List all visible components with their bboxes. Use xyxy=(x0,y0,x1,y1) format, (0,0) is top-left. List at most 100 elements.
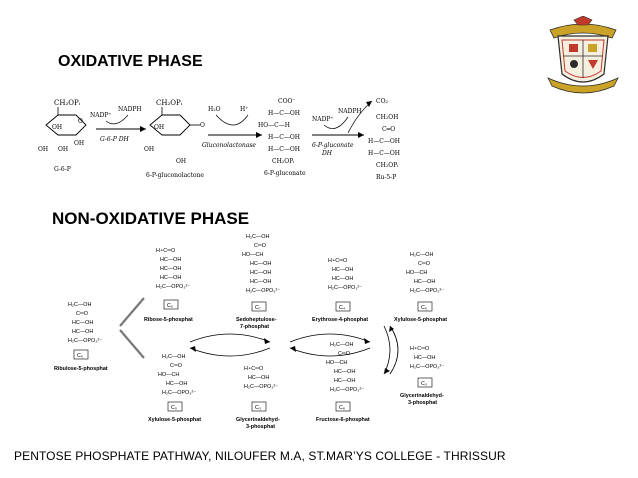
sedo-label-a: Sedoheptulose- xyxy=(236,317,277,323)
gluconate-structure: COO⁻ H—C—OH HO—C—H H—C—OH H—C—OH CH₂OPᵢ … xyxy=(258,98,306,177)
ery-carbon-box: C₄ xyxy=(339,305,345,311)
xylulose5p-top-label: Xylulose-5-phosphat xyxy=(394,317,447,323)
label-ch2op-2: CH₂OPᵢ xyxy=(156,99,183,107)
ru5p-row-3: H—C—OH xyxy=(368,150,400,157)
lactonase-arrow: H₂O H⁺ Gluconolactonase xyxy=(202,106,262,149)
ery-row-1: H∘C═O xyxy=(328,258,347,264)
ery-row-3: HC—OH xyxy=(332,276,353,282)
ribose-carbon-box: C₅ xyxy=(167,303,173,309)
xyl-bot-row-2: C═O xyxy=(170,363,182,369)
gap-right-label-a: Glycerinaldehyd- xyxy=(400,393,444,399)
xylulose5p-bottom-structure: H₂C—OH C═O HO—CH HC—OH H₂C—OPO₃²⁻ C₅ Xyl… xyxy=(148,354,201,423)
sedo-carbon-box: C₇ xyxy=(255,305,261,311)
erythrose4p-structure: H∘C═O HC—OH HC—OH H₂C—OPO₃²⁻ C₄ Erythros… xyxy=(312,258,368,323)
sedo-row-5: HC—OH xyxy=(250,270,271,276)
fru-row-6: H₂C—OPO₃²⁻ xyxy=(330,387,364,393)
ribose5p-label: Ribose-5-phosphat xyxy=(144,317,193,323)
xyl-top-row-5: H₂C—OPO₃²⁻ xyxy=(410,288,444,294)
gap-bot-carbon-box: C₃ xyxy=(255,405,261,411)
gluconate-row-2: HO—C—H xyxy=(258,122,290,129)
xyl-top-row-1: H₂C—OH xyxy=(410,252,433,258)
xyl-bot-row-4: HC—OH xyxy=(166,381,187,387)
xylulose5p-bottom-label: Xylulose-5-phosphat xyxy=(148,417,201,423)
ru5p-row-2: H—C—OH xyxy=(368,138,400,145)
label-hplus: H⁺ xyxy=(240,106,248,113)
ribose-row-1: H∘C═O xyxy=(156,248,175,254)
fructose6p-structure: H₂C—OH C═O HO—CH HC—OH HC—OH H₂C—OPO₃²⁻ … xyxy=(316,342,370,423)
xyl-top-row-4: HC—OH xyxy=(414,279,435,285)
label-oh-6: OH xyxy=(144,146,154,153)
ribulose-row-3: HC—OH xyxy=(72,320,93,326)
sedo-row-7: H₂C—OPO₃²⁻ xyxy=(246,288,280,294)
glyceraldehyde3p-right-structure: H∘C═O HC—OH H₂C—OPO₃²⁻ C₃ Glycerinaldehy… xyxy=(400,346,444,406)
gluconate-row-3: H—C—OH xyxy=(268,134,300,141)
label-enzyme-1: G-6-P DH xyxy=(100,136,130,143)
label-oh-5: OH xyxy=(154,124,164,131)
ribulose-branch-arrows xyxy=(119,297,145,359)
label-oh-4: OH xyxy=(58,146,68,153)
fru-row-4: HC—OH xyxy=(334,369,355,375)
college-crest-icon xyxy=(544,15,622,101)
gap-right-row-1: H∘C═O xyxy=(410,346,429,352)
label-ch2oh: CH₂OH xyxy=(376,114,398,121)
label-nadp-2: NADP⁺ xyxy=(312,116,334,123)
ribulose-row-4: HC—OH xyxy=(72,329,93,335)
gluconate-dh-arrow: NADP⁺ NADPH 6-P-gluconate DH xyxy=(312,100,373,157)
xyl-bot-row-5: H₂C—OPO₃²⁻ xyxy=(162,390,196,396)
sedo-label-b: 7-phosphat xyxy=(240,324,269,330)
gap-right-row-2: HC—OH xyxy=(414,355,435,361)
fru-row-5: HC—OH xyxy=(334,378,355,384)
label-ch2op-3: CH₂OPᵢ xyxy=(272,158,295,165)
gap-right-carbon-box: C₃ xyxy=(421,381,427,387)
xyl-top-carbon-box: C₅ xyxy=(421,305,427,311)
label-o: O xyxy=(78,118,83,125)
ery-row-2: HC—OH xyxy=(332,267,353,273)
label-nadph-2: NADPH xyxy=(338,108,362,115)
lactone-structure: CH₂OPᵢ O OH OH OH 6-P-gluconolactone xyxy=(144,99,205,179)
ribulose5p-label: Ribulose-5-phosphat xyxy=(54,366,108,372)
gap-bot-label-b: 3-phosphat xyxy=(246,424,275,430)
label-nadp-1: NADP⁺ xyxy=(90,112,112,119)
ribulose-row-5: H₂C—OPO₃²⁻ xyxy=(68,338,102,344)
transketolase-arrows xyxy=(189,325,399,375)
non-oxidative-phase-scheme: H₂C—OH C═O HC—OH HC—OH H₂C—OPO₃²⁻ C₅ Rib… xyxy=(54,234,447,430)
label-oh-2: OH xyxy=(74,140,84,147)
sedoheptulose7p-structure: H₂C—OH C═O HO—CH HC—OH HC—OH HC—OH H₂C—O… xyxy=(236,234,280,330)
fru-row-2: C═O xyxy=(338,351,350,357)
ribose-row-3: HC—OH xyxy=(160,266,181,272)
label-h2o: H₂O xyxy=(208,106,221,113)
label-nadph-1: NADPH xyxy=(118,106,142,113)
xyl-bot-carbon-box: C₅ xyxy=(171,405,177,411)
label-lactonase: Gluconolactonase xyxy=(202,142,256,149)
gap-bot-row-2: HC—OH xyxy=(248,375,269,381)
fru-row-3: HO—CH xyxy=(326,360,347,366)
sedo-row-1: H₂C—OH xyxy=(246,234,269,240)
label-oh-1: OH xyxy=(52,124,62,131)
label-oh-7: OH xyxy=(176,158,186,165)
label-ru5p: Ru-5-P xyxy=(376,174,396,181)
g6pdh-arrow: NADP⁺ NADPH G-6-P DH xyxy=(90,106,146,143)
xylulose5p-top-structure: H₂C—OH C═O HO—CH HC—OH H₂C—OPO₃²⁻ C₅ Xyl… xyxy=(394,252,447,323)
sedo-row-4: HC—OH xyxy=(250,261,271,267)
xyl-top-row-3: HO—CH xyxy=(406,270,427,276)
label-lactone: 6-P-gluconolactone xyxy=(146,172,204,179)
xyl-bot-row-3: HO—CH xyxy=(158,372,179,378)
slide-footer: PENTOSE PHOSPHATE PATHWAY, NILOUFER M.A,… xyxy=(14,449,506,463)
gluconate-row-4: H—C—OH xyxy=(268,146,300,153)
xyl-top-row-2: C═O xyxy=(418,261,430,267)
ru5p-row-1: C═O xyxy=(382,126,395,133)
oxidative-phase-scheme: CH₂OPᵢ O OH OH OH OH G-6-P NADP⁺ NADPH G… xyxy=(38,98,400,181)
gap-bot-row-3: H₂C—OPO₃²⁻ xyxy=(244,384,278,390)
label-enzyme-2a: 6-P-gluconate xyxy=(312,142,354,149)
sedo-row-2: C═O xyxy=(254,243,266,249)
sedo-row-6: HC—OH xyxy=(250,279,271,285)
label-enzyme-2b: DH xyxy=(321,150,333,157)
fru-row-1: H₂C—OH xyxy=(330,342,353,348)
gluconate-row-1: H—C—OH xyxy=(268,110,300,117)
ribulose5p-structure: H₂C—OH C═O HC—OH HC—OH H₂C—OPO₃²⁻ C₅ Rib… xyxy=(54,302,108,372)
ru5p-structure: CO₂ CH₂OH C═O H—C—OH H—C—OH CH₂OPᵢ Ru-5-… xyxy=(368,98,400,181)
label-coo: COO⁻ xyxy=(278,98,296,105)
glyceraldehyde3p-bottom-structure: H∘C═O HC—OH H₂C—OPO₃²⁻ C₃ Glycerinaldehy… xyxy=(236,366,280,430)
label-ch2op-4: CH₂OPᵢ xyxy=(376,162,399,169)
ribose5p-structure: H∘C═O HC—OH HC—OH HC—OH H₂C—OPO₃²⁻ C₅ Ri… xyxy=(144,248,193,323)
